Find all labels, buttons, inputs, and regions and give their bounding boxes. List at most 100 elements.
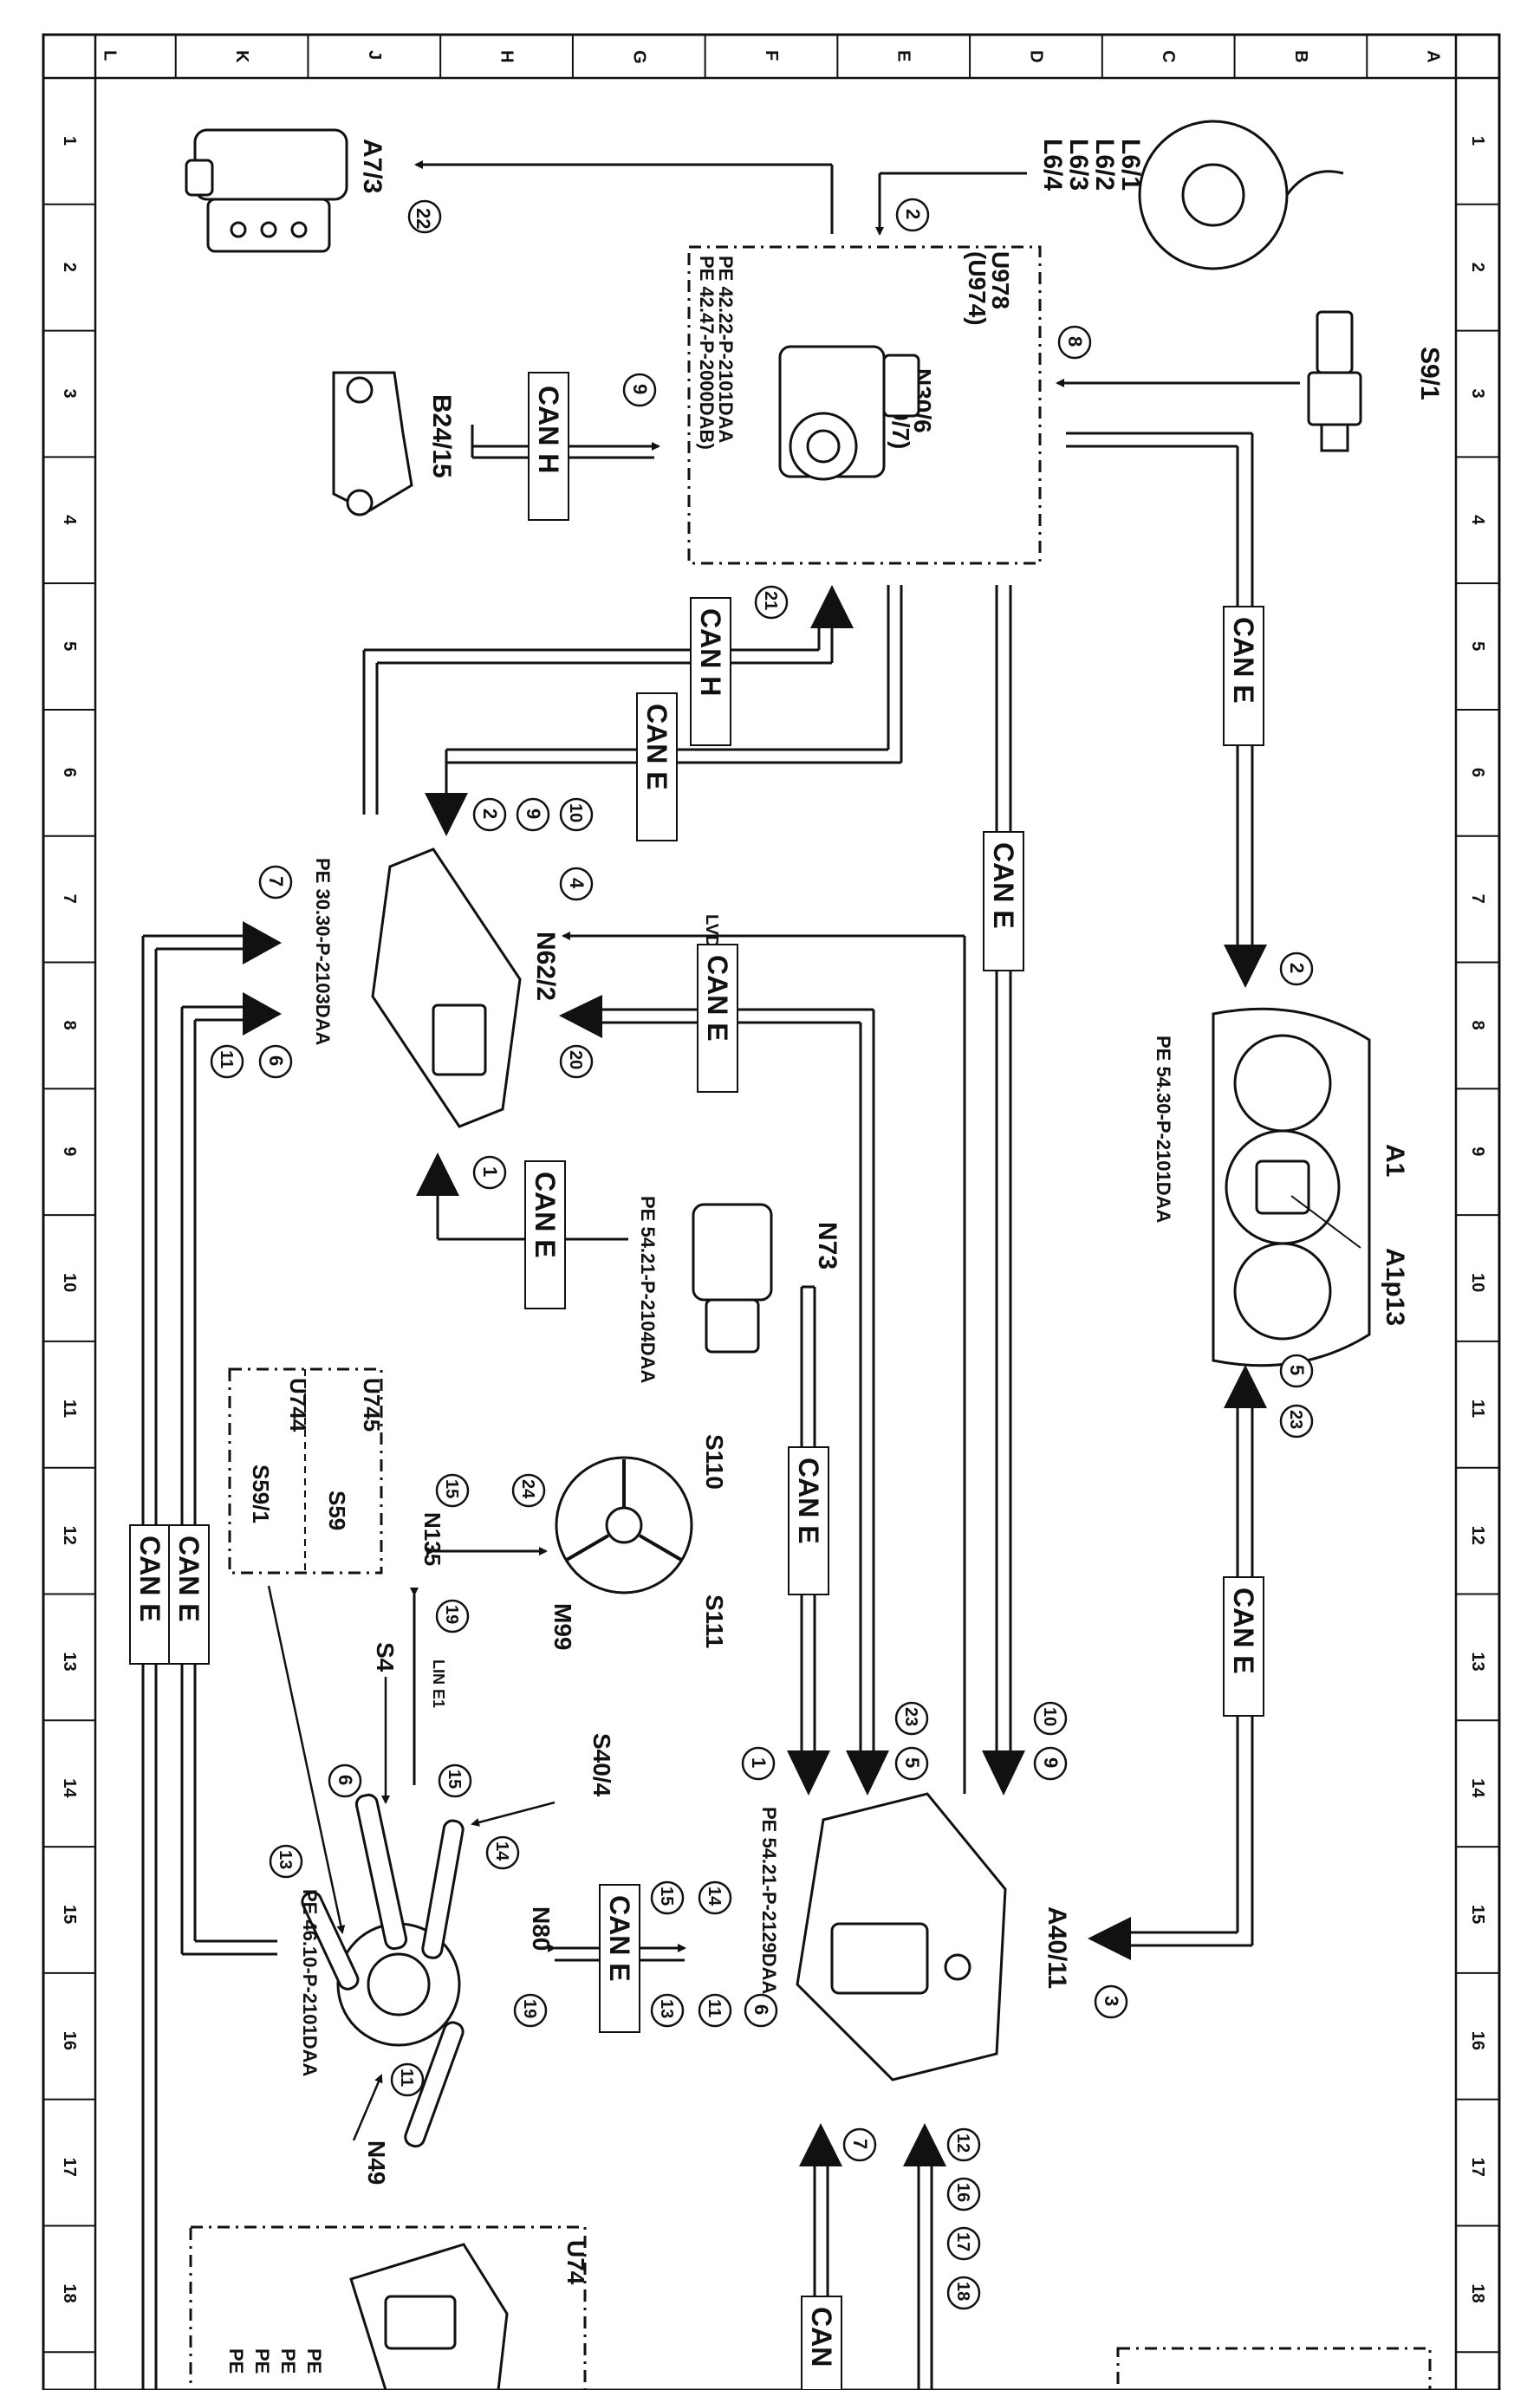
- row-label: 16: [60, 2031, 79, 2050]
- row-label: 17: [1468, 2158, 1487, 2177]
- svg-text:15: 15: [657, 1887, 676, 1906]
- row-label: 18: [1468, 2283, 1487, 2302]
- n73-pe: PE 54.21-P-2104DAA: [637, 1196, 659, 1384]
- svg-text:CAN E: CAN E: [530, 1172, 561, 1258]
- n30-6-pe-2: PE 42.47-P-2000DAB): [696, 256, 718, 450]
- row-label: 15: [1468, 1905, 1487, 1924]
- svg-text:7: 7: [265, 876, 287, 887]
- marker-16: 16: [946, 2177, 981, 2211]
- row-label: 17: [60, 2158, 79, 2177]
- l6-2-label: L6/2: [1090, 139, 1119, 191]
- svg-text:17: 17: [953, 2232, 972, 2251]
- marker-15-mid: 15: [650, 1880, 685, 1915]
- row-label: 14: [60, 1778, 79, 1798]
- l6-wheel-sensor-illustration: [1138, 120, 1344, 270]
- marker-18: 18: [946, 2276, 981, 2310]
- a1p13-leader: [1290, 1195, 1361, 1249]
- row-label: 13: [60, 1652, 79, 1671]
- marker-20: 20: [559, 1044, 594, 1079]
- marker-10-bottom: 10: [1033, 1701, 1068, 1736]
- a40-11-pe: PE 54.21-P-2129DAA: [758, 1807, 780, 1995]
- can-e-n73-n62-2: CAN E: [416, 1153, 628, 1309]
- s59-1-label: S59/1: [248, 1465, 274, 1523]
- can-e-n73-a40-11: CAN E: [787, 1285, 830, 1796]
- can-e-n80-a40-11: CAN E: [548, 1884, 686, 2033]
- u74-module-illustration: [349, 2243, 509, 2390]
- bottom-right-dashed-box: [1116, 2347, 1432, 2390]
- can-e-u978-a1: CAN E: [1066, 432, 1267, 988]
- inputs-12-18: [903, 2123, 946, 2390]
- row-label: 4: [60, 515, 79, 525]
- marker-9-n62: 9: [516, 797, 550, 832]
- svg-text:6: 6: [751, 2004, 772, 2015]
- column-label: H: [497, 50, 517, 62]
- u745-u744-dashed-box: [228, 1367, 383, 1575]
- svg-text:12: 12: [953, 2133, 972, 2153]
- u74-pe-3: PE: [251, 2348, 273, 2374]
- a40-11-module-illustration: [796, 1792, 1007, 2082]
- svg-text:CAN H: CAN H: [695, 608, 726, 696]
- svg-text:CAN E: CAN E: [173, 1536, 205, 1622]
- marker-8: 8: [1057, 325, 1092, 360]
- marker-3: 3: [1094, 1984, 1128, 2019]
- n62-2-label: N62/2: [531, 932, 560, 1001]
- n49-leader: [352, 2074, 383, 2141]
- svg-text:23: 23: [901, 1707, 920, 1726]
- marker-15-n80: 15: [438, 1763, 472, 1798]
- row-label: 9: [60, 1146, 79, 1156]
- marker-12: 12: [946, 2127, 981, 2162]
- svg-text:7: 7: [849, 2139, 871, 2149]
- marker-6-mid: 6: [744, 1993, 778, 2028]
- marker-23-a1: 23: [1279, 1404, 1314, 1439]
- row-label: 5: [60, 641, 79, 651]
- row-label: 14: [1468, 1778, 1487, 1798]
- svg-text:6: 6: [265, 1055, 287, 1066]
- svg-text:CAN E: CAN E: [988, 842, 1019, 929]
- n80-pe: PE 46.10-P-2101DAA: [299, 1889, 321, 2077]
- svg-text:15: 15: [442, 1479, 461, 1498]
- svg-text:CAN E: CAN E: [1228, 1588, 1259, 1674]
- row-label: 10: [60, 1273, 79, 1292]
- u74-pe-1: PE: [303, 2348, 325, 2374]
- u745-label: U745: [359, 1378, 385, 1432]
- n62-2-pe: PE 30.30-P-2103DAA: [312, 858, 334, 1046]
- a1-label: A1: [1381, 1144, 1409, 1177]
- marker-1-n62: 1: [472, 1155, 507, 1190]
- marker-1-bottom: 1: [741, 1746, 776, 1781]
- column-label: G: [629, 50, 648, 64]
- marker-11-n80: 11: [390, 2062, 425, 2097]
- s9-1-label: S9/1: [1415, 347, 1444, 400]
- u74-pe-2: PE: [277, 2348, 299, 2374]
- row-label: 10: [1468, 1273, 1487, 1292]
- svg-text:11: 11: [217, 1050, 236, 1068]
- svg-text:5: 5: [1286, 1365, 1308, 1375]
- n135-label: N135: [419, 1512, 445, 1566]
- marker-5-bottom: 5: [894, 1746, 929, 1781]
- marker-14-n80: 14: [485, 1835, 520, 1870]
- column-label: L: [100, 50, 119, 61]
- row-label: 7: [60, 894, 79, 904]
- svg-text:1: 1: [748, 1757, 770, 1768]
- svg-text:20: 20: [566, 1050, 585, 1069]
- svg-text:CAN E: CAN E: [1228, 617, 1259, 704]
- marker-9-bottom: 9: [1033, 1746, 1068, 1781]
- s40-4-leader: [471, 1801, 556, 1827]
- svg-text:11: 11: [705, 1999, 724, 2017]
- marker-13-mid: 13: [650, 1993, 685, 2028]
- svg-text:10: 10: [1040, 1707, 1059, 1726]
- a40-11-label: A40/11: [1043, 1906, 1071, 1989]
- n73-switch-illustration: [692, 1203, 773, 1354]
- row-label: 6: [1468, 768, 1487, 777]
- a7-3-label: A7/3: [358, 139, 387, 193]
- column-label: C: [1159, 50, 1178, 62]
- can-h-b24-15: CAN H: [471, 372, 660, 521]
- l6-3-label: L6/3: [1064, 139, 1093, 191]
- column-label: D: [1026, 50, 1045, 62]
- svg-text:3: 3: [1101, 1996, 1122, 2006]
- svg-text:19: 19: [520, 1999, 539, 2018]
- marker-4: 4: [559, 867, 594, 901]
- s59-label: S59: [324, 1491, 350, 1530]
- row-label: 9: [1468, 1146, 1487, 1156]
- svg-text:LIN E1: LIN E1: [430, 1659, 447, 1708]
